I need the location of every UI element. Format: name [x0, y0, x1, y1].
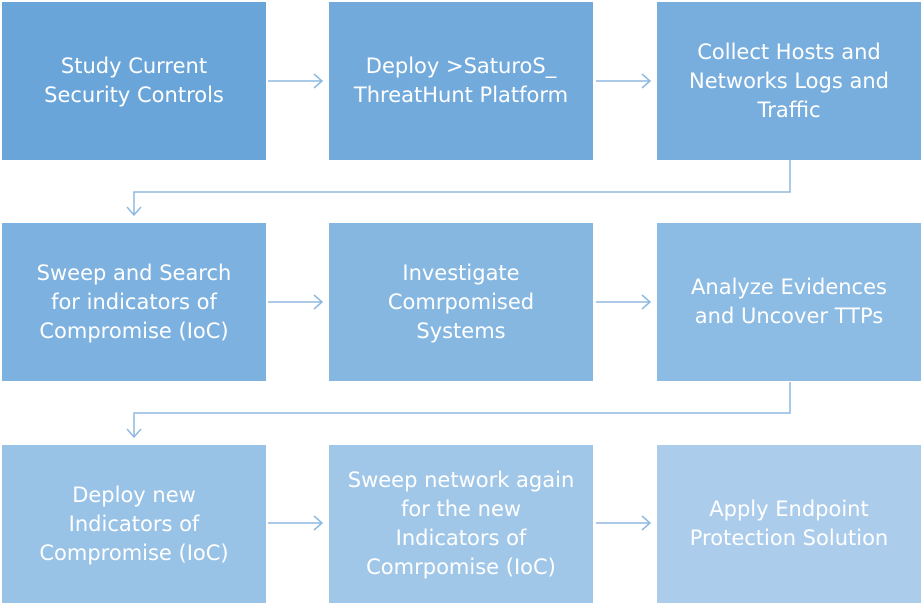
arrow-7-to-8 — [268, 515, 324, 531]
step-deploy-new-ioc: Deploy new Indicators of Compromise (IoC… — [2, 445, 266, 603]
step-sweep-search-ioc: Sweep and Search for indicators of Compr… — [2, 223, 266, 381]
step-analyze-evidences: Analyze Evidences and Uncover TTPs — [657, 223, 921, 381]
arrow-8-to-9 — [596, 515, 652, 531]
step-investigate-systems: Investigate Comrpomised Systems — [329, 223, 593, 381]
elbow-arrow-6-to-7 — [126, 382, 791, 439]
step-apply-endpoint-protection: Apply Endpoint Protection Solution — [657, 445, 921, 603]
step-study-security-controls: Study Current Security Controls — [2, 2, 266, 160]
step-sweep-network-again: Sweep network again for the new Indicato… — [329, 445, 593, 603]
arrow-4-to-5 — [268, 294, 324, 310]
arrow-5-to-6 — [596, 294, 652, 310]
arrow-2-to-3 — [596, 73, 652, 89]
arrow-1-to-2 — [268, 73, 324, 89]
step-deploy-platform: Deploy >SaturoS_ ThreatHunt Platform — [329, 2, 593, 160]
step-collect-logs: Collect Hosts and Networks Logs and Traf… — [657, 2, 921, 160]
elbow-arrow-3-to-4 — [126, 160, 791, 217]
